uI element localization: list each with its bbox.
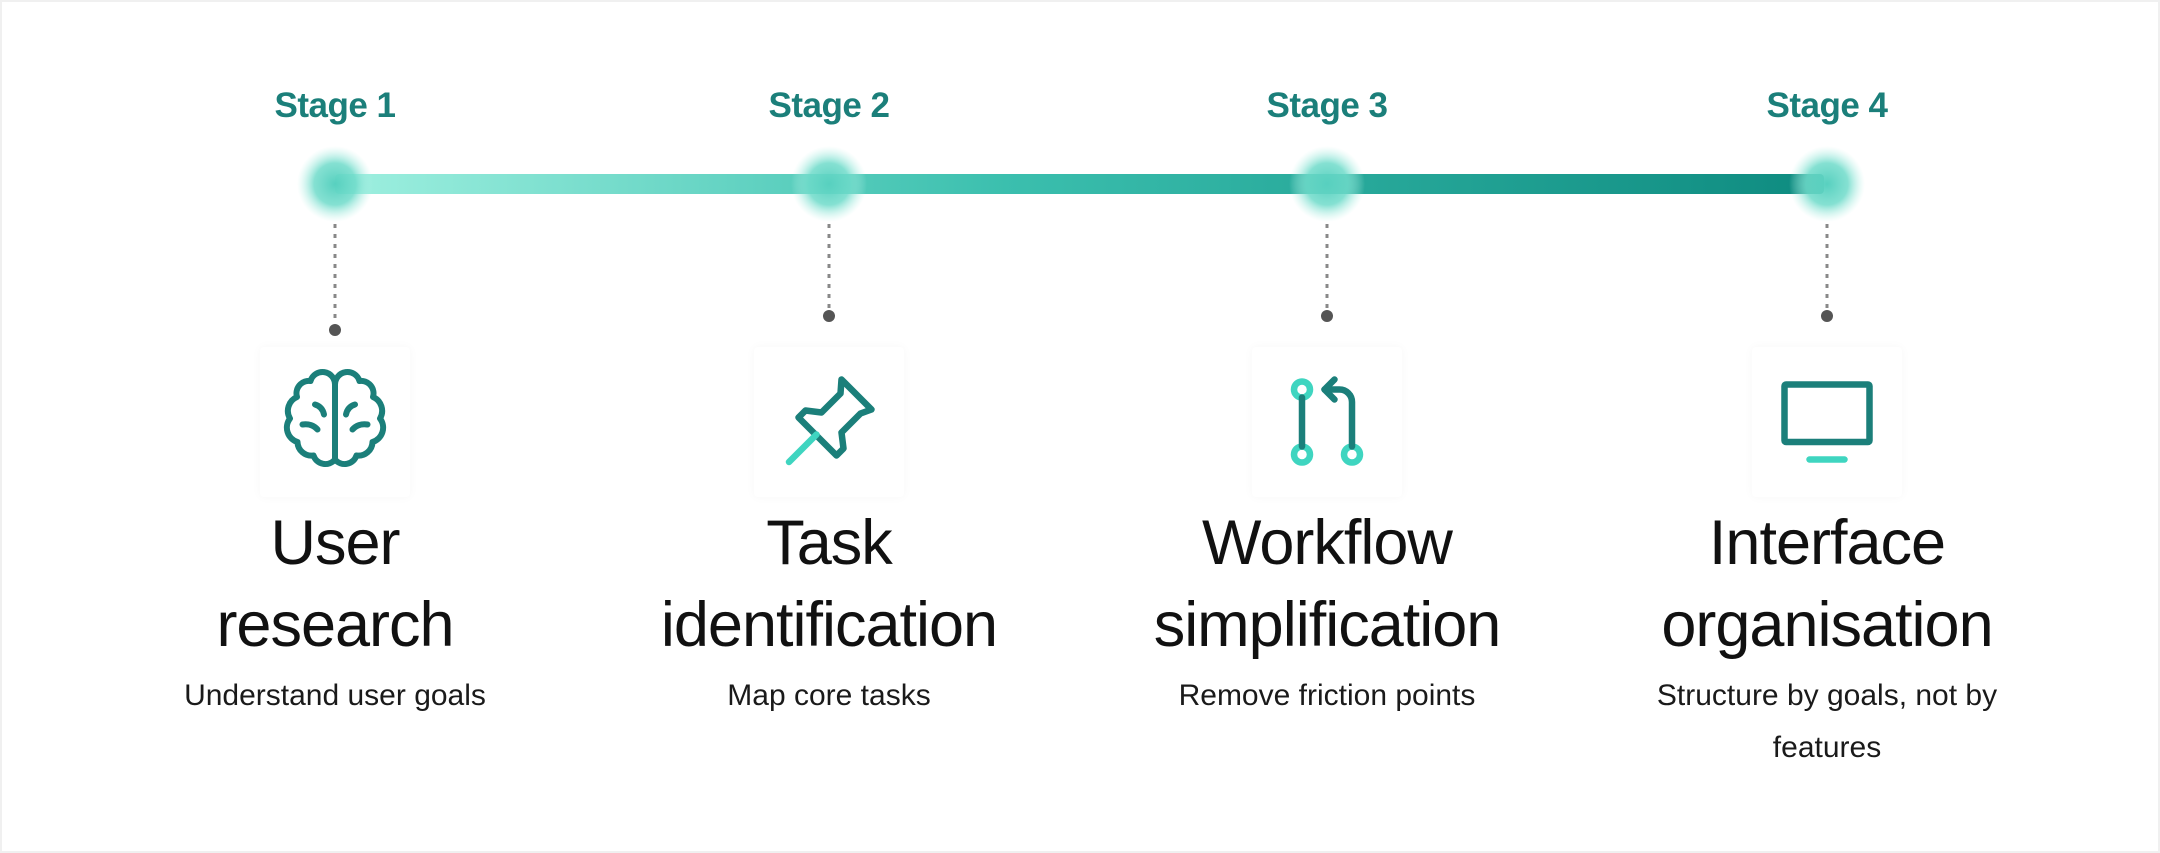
stage-description: Remove friction points (1178, 679, 1476, 712)
connector-dot (1821, 310, 1833, 322)
connector-dot (329, 324, 341, 336)
stage-node (1789, 146, 1865, 222)
stage-node (1289, 146, 1365, 222)
stage-description: Structure by goals, not by features (1656, 679, 1998, 764)
stage-title: User research (216, 508, 454, 660)
stage-description: Understand user goals (184, 679, 486, 712)
pushpin-icon (754, 347, 904, 497)
stage-label: Stage 3 (1266, 86, 1389, 125)
stage-label: Stage 4 (1766, 86, 1889, 125)
timeline-line (335, 174, 1824, 194)
stage-title: Interface organisation (1661, 508, 1993, 660)
brain-icon (260, 347, 410, 497)
stage-node (297, 146, 373, 222)
stage-node (791, 146, 867, 222)
stage-2: Stage 2 Task identification Map core tas… (609, 2, 1049, 851)
connector-dot (1321, 310, 1333, 322)
monitor-icon (1752, 347, 1902, 497)
git-pull-request-icon (1252, 347, 1402, 497)
stage-1: Stage 1 User research Understand user go… (115, 2, 555, 851)
stage-label: Stage 2 (768, 86, 891, 125)
connector-dot (823, 310, 835, 322)
stage-title: Workflow simplification (1153, 508, 1502, 660)
stage-label: Stage 1 (274, 86, 397, 125)
stage-4: Stage 4 Interface organisation Structure… (1607, 2, 2047, 851)
stage-title: Task identification (660, 508, 998, 660)
stage-3: Stage 3 Workflow simplification Remove f… (1107, 2, 1547, 851)
stage-description: Map core tasks (727, 679, 931, 712)
